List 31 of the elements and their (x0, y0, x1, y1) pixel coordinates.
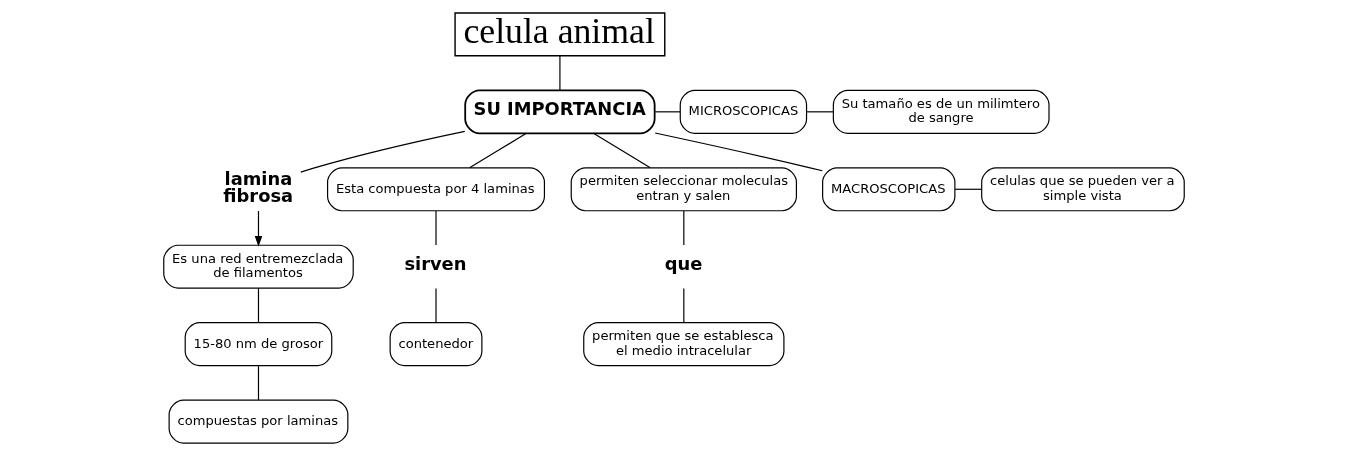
node-box: permiten seleccionar moleculas entran y salen (570, 167, 797, 212)
node-box: MICROSCOPICAS (679, 89, 808, 134)
node-box: MACROSCOPICAS (822, 167, 956, 212)
connector (257, 287, 260, 324)
node-text: que (664, 252, 703, 274)
node-box: Esta compuesta por 4 laminas (327, 167, 546, 212)
node-text: lamina fibrosa (223, 167, 294, 207)
connector (257, 365, 260, 401)
node-box: Es una red entremezclada de filamentos (163, 244, 354, 289)
connector (806, 111, 834, 113)
node-box: contenedor (389, 322, 483, 367)
connector (468, 132, 527, 169)
connector (683, 287, 685, 324)
connector (954, 188, 983, 190)
node-box: celula animal (454, 12, 666, 57)
node-box: compuestas por laminas (168, 399, 349, 444)
node-text: sirven (404, 252, 467, 274)
node-box: permiten que se establesca el medio intracelular (583, 322, 785, 367)
connector (654, 132, 823, 172)
connector (300, 130, 466, 173)
node-box: Su tamaño es de un milimtero de sangre (832, 89, 1050, 134)
node-box: celulas que se pueden ver a simple vista (981, 167, 1185, 212)
connector (592, 132, 651, 169)
connector (559, 55, 561, 91)
connector (683, 210, 685, 246)
connector (435, 287, 437, 324)
connector (654, 111, 681, 113)
node-box: 15-80 nm de grosor (184, 322, 333, 367)
connector (435, 210, 437, 246)
node-box: SU IMPORTANCIA (464, 89, 656, 135)
arrow (254, 210, 263, 247)
